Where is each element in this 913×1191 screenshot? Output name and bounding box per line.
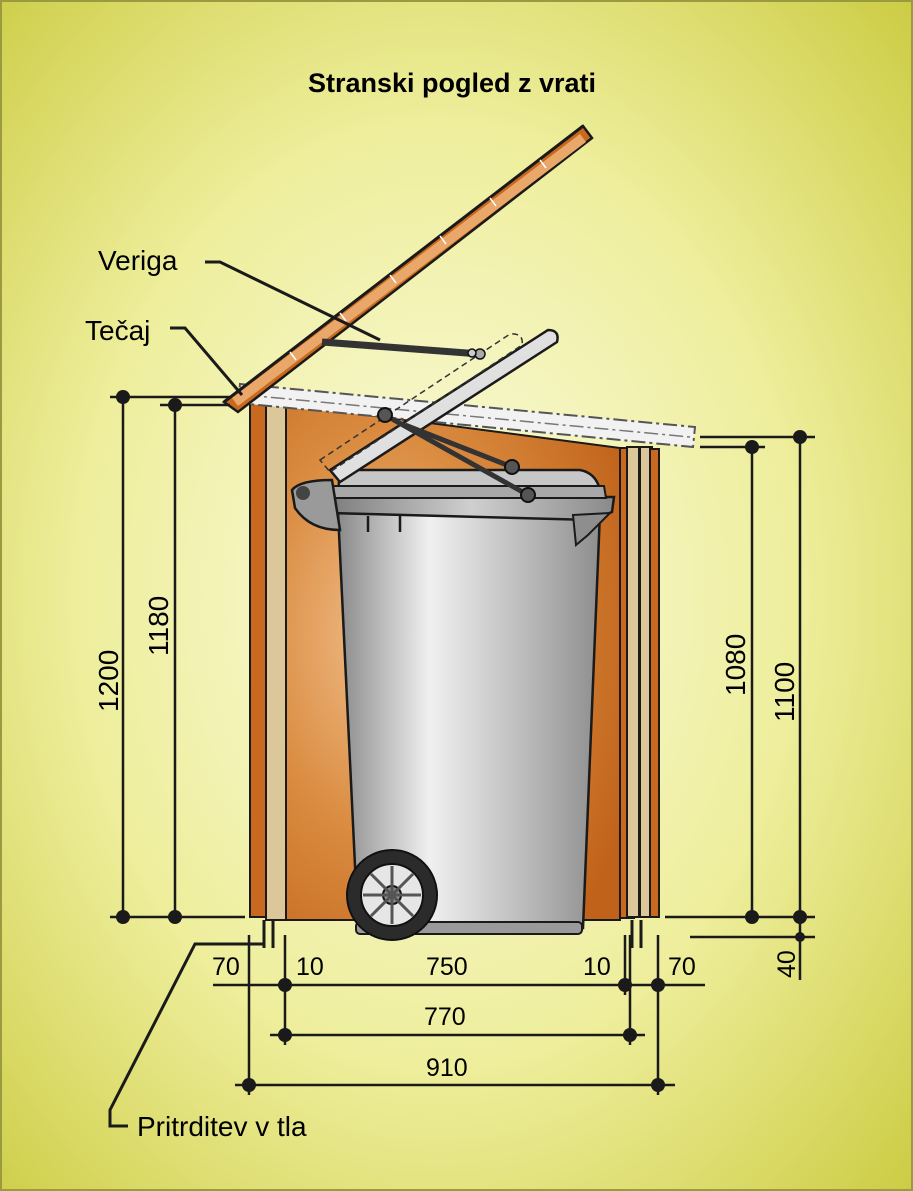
ground-anchor-label: Pritrditev v tla xyxy=(137,1111,307,1142)
dimension-labels: 1200 1180 1080 1100 40 70 10 750 10 70 7… xyxy=(93,596,801,1082)
dim-inner-width: 770 xyxy=(424,1003,466,1031)
right-post xyxy=(619,446,660,919)
left-post xyxy=(249,399,287,921)
dim-right-overhang: 70 xyxy=(668,953,696,981)
bin-wheel xyxy=(346,849,438,941)
dim-left-gap: 10 xyxy=(296,953,324,981)
dim-left-overhang: 70 xyxy=(212,953,240,981)
bin-lid-open xyxy=(318,328,559,484)
dimension-markers xyxy=(116,390,807,1092)
lid-lifting-rods xyxy=(383,412,530,498)
callout-ground-anchor: Pritrditev v tla xyxy=(108,942,307,1142)
rod-pivots xyxy=(377,407,536,503)
waste-bin xyxy=(290,468,616,935)
dim-left-inner-height: 1180 xyxy=(143,596,174,656)
chain xyxy=(321,338,486,360)
dim-ground-clearance: 40 xyxy=(773,950,801,978)
roof-closed-position xyxy=(236,382,697,449)
callout-chain: Veriga xyxy=(98,245,381,342)
dim-right-inner-height: 1080 xyxy=(720,634,751,696)
dim-bin-width: 750 xyxy=(426,953,468,981)
diagram-title: Stranski pogled z vrati xyxy=(308,68,596,98)
callout-hinge: Tečaj xyxy=(85,315,244,396)
dim-right-outer-height: 1100 xyxy=(769,662,800,722)
dim-left-outer-height: 1200 xyxy=(93,650,124,712)
dimension-lines xyxy=(110,395,815,1095)
dim-total-width: 910 xyxy=(426,1054,468,1082)
roof-lid-open xyxy=(221,124,594,414)
roof-ribs xyxy=(289,159,547,361)
dim-right-gap: 10 xyxy=(583,953,611,981)
hinge-label: Tečaj xyxy=(85,315,150,346)
chain-label: Veriga xyxy=(98,245,178,276)
